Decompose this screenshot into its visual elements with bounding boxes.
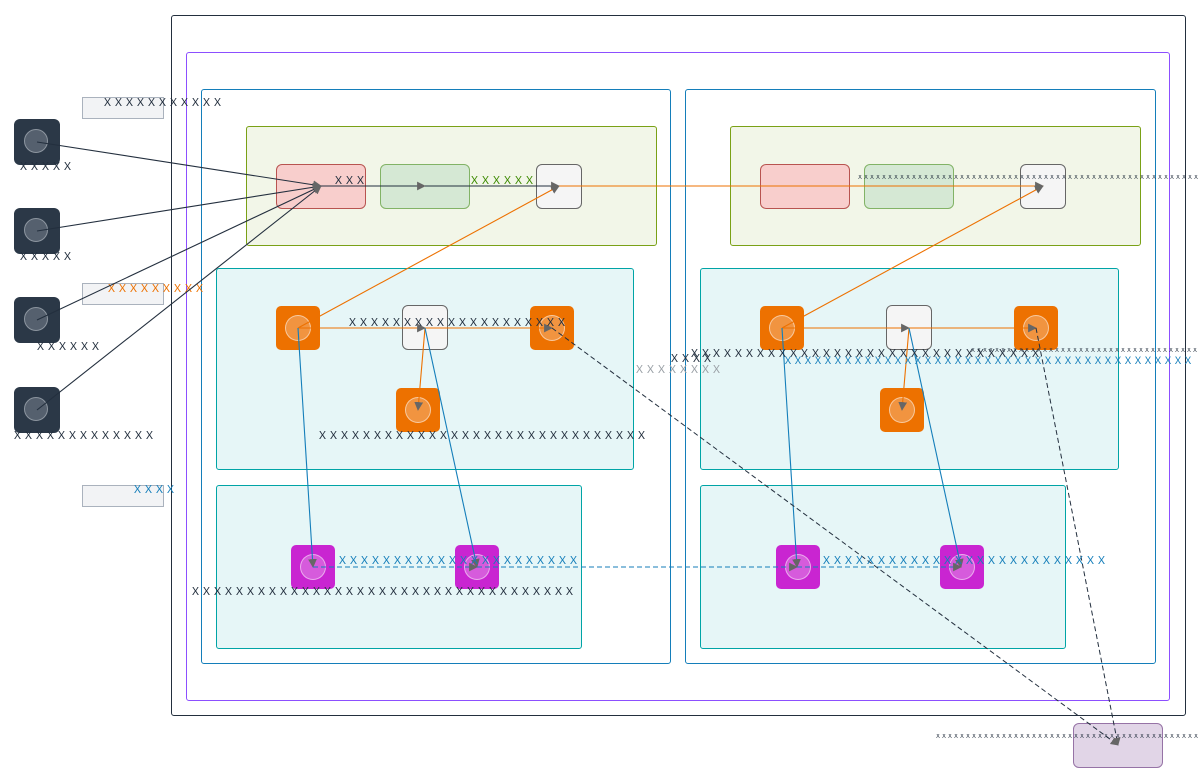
mid-text-1: ＸＸＸＸ (669, 352, 713, 365)
legend-label-2: ＸＸＸＸＸＸＸＸＸ (106, 282, 205, 295)
az2-app-flow-3 (898, 327, 910, 411)
az2-public-text-1: ＸＸＸＸＸＸＸＸＸＸＸＸＸＸＸＸＸＸＸＸＸＸＸＸＸＸＸＸＸＸＸＸＸＸＸＸＸＸＸＸ… (857, 175, 1198, 181)
legend-label-3: ＸＸＸＸ (132, 483, 176, 496)
private-app-subnet-az1 (216, 268, 634, 470)
legend-label-1: ＸＸＸＸＸＸＸＸＸＸＸ (102, 96, 223, 109)
az2-db-text-1: ＸＸＸＸＸＸＸＸＸＸＸＸＸＸＸＸＸＸＸＸＸＸＸＸＸＸ (821, 554, 1107, 567)
az1-public-text-2: ＸＸＸＸＸＸ (469, 174, 535, 187)
user-2-connector (36, 182, 322, 232)
az1-private-text-2: ＸＸＸＸＸＸＸＸＸＸＸＸＸＸＸＸＸＸＸＸＸＸＸＸＸＸＸＸＸＸ (317, 429, 647, 442)
az1-db-link-2 (424, 327, 480, 568)
vpc-boundary (186, 52, 1170, 701)
az1-public-text-1: ＸＸＸ (333, 174, 366, 187)
external-service-node[interactable] (1073, 723, 1163, 768)
az1-private-text-1: ＸＸＸＸＸＸＸＸＸＸＸＸＸＸＸＸＸＸＸＸ (347, 316, 567, 329)
az2-app-to-public (781, 185, 1044, 329)
user-label-1: ＸＸＸＸＸ (18, 160, 73, 173)
user-label-3: ＸＸＸＸＸＸ (35, 340, 101, 353)
user-icon (24, 307, 48, 331)
user-icon (24, 397, 48, 421)
user-1-connector (36, 141, 322, 190)
az1-db-text-2: ＸＸＸＸＸＸＸＸＸＸＸＸＸＸＸＸＸＸＸＸＸＸＸＸＸＸＸＸＸＸＸＸＸＸＸ (190, 585, 575, 598)
user-icon (24, 129, 48, 153)
user-tile-2[interactable] (14, 208, 60, 254)
az1-db-link-1 (297, 327, 317, 568)
availability-zone-2 (685, 89, 1156, 664)
availability-zone-1 (201, 89, 671, 664)
external-link-2 (1035, 327, 1121, 746)
legend-box-1 (82, 97, 164, 119)
private-app-subnet-az2 (700, 268, 1119, 470)
az2-db-link-2 (908, 327, 964, 568)
external-link-1 (551, 327, 1119, 746)
legend-box-3 (82, 485, 164, 507)
external-text: ＸＸＸＸＸＸＸＸＸＸＸＸＸＸＸＸＸＸＸＸＸＸＸＸＸＸＸＸＸＸＸＸＸＸＸＸＸＸＸＸ… (935, 734, 1198, 740)
az2-private-text-3: ＸＸＸＸＸＸＸＸＸＸＸＸＸＸＸＸＸＸＸＸＸＸＸＸＸＸＸＸＸＸＸＸＸＸＸＸＸＸＸＸ… (970, 348, 1198, 354)
az2-db-link-1 (781, 327, 801, 568)
az2-private-text-1: ＸＸＸＸＸＸＸＸＸＸＸＸＸＸＸＸＸＸＸＸＸＸＸＸＸＸＸＸＸＸＸＸ (689, 347, 1041, 360)
az1-db-text-1: ＸＸＸＸＸＸＸＸＸＸＸＸＸＸＸＸＸＸＸＸＸＸ (337, 554, 579, 567)
outer-cloud-boundary (171, 15, 1186, 716)
az1-app-to-public (297, 185, 560, 329)
az2-private-text-2: ＸＸＸＸＸＸＸＸＸＸＸＸＸＸＸＸＸＸＸＸＸＸＸＸＸＸＸＸＸＸＸＸＸＸＸＸＸＸＸＸ… (783, 356, 1193, 367)
mid-text-2: ＸＸＸＸＸＸＸＸ (634, 363, 722, 376)
user-3-connector (36, 185, 322, 321)
az1-app-flow-3 (414, 327, 426, 411)
user-4-connector (36, 185, 322, 411)
user-label-4: ＸＸＸＸＸＸＸＸＸＸＸＸＸ (12, 429, 155, 442)
user-label-2: ＸＸＸＸＸ (18, 250, 73, 263)
